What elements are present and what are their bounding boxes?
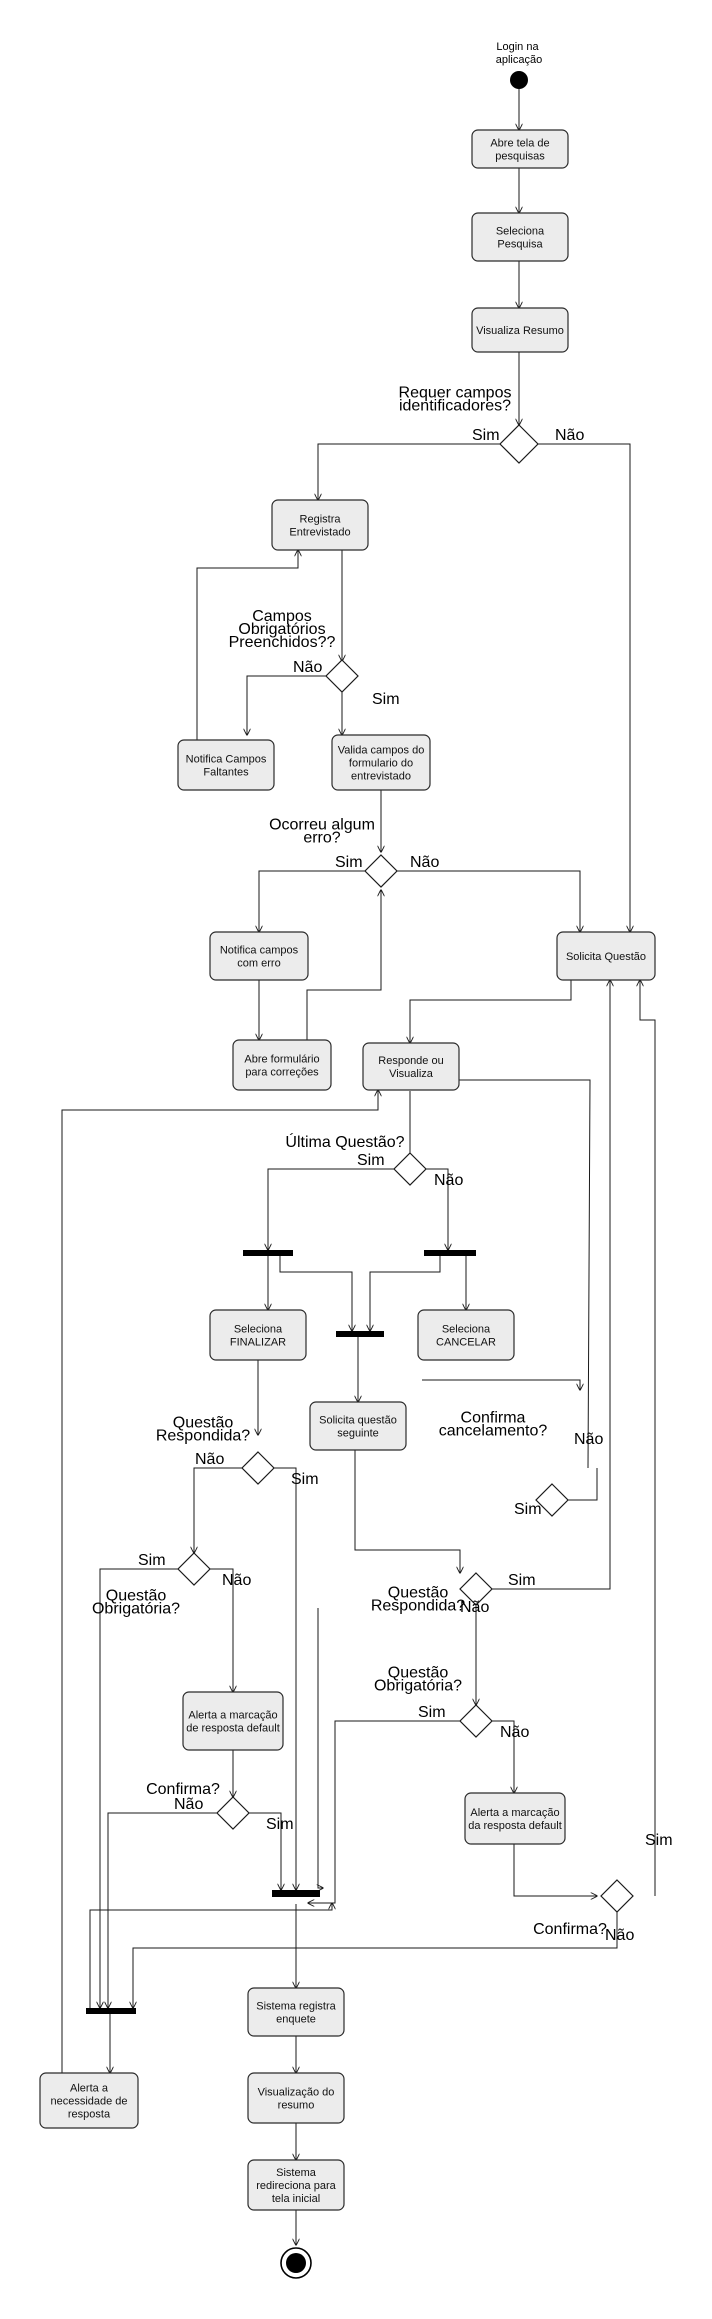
guard-label-yes: Sim bbox=[418, 1704, 446, 1721]
guard-label-no: Não bbox=[410, 854, 439, 871]
guard-label-yes: Sim bbox=[372, 691, 400, 708]
guard-label-yes: Sim bbox=[138, 1552, 166, 1569]
decision-d6 bbox=[535, 1483, 569, 1517]
guard-label-yes: Sim bbox=[357, 1152, 385, 1169]
guard-label-yes: Sim bbox=[508, 1572, 536, 1589]
decision-d10 bbox=[459, 1704, 493, 1738]
decision-d5 bbox=[241, 1451, 275, 1485]
start-label: Login na aplicação bbox=[496, 41, 542, 66]
activity-a3: Visualiza Resumo bbox=[471, 307, 569, 353]
decision-d9 bbox=[216, 1796, 250, 1830]
guard-label-no: Não bbox=[222, 1572, 251, 1589]
decision-d11 bbox=[600, 1879, 634, 1913]
guard-label-no: Não bbox=[195, 1451, 224, 1468]
guard-label-no: Não bbox=[174, 1796, 203, 1813]
decision-question-d11: Confirma? bbox=[533, 1921, 607, 1938]
start-dot bbox=[510, 71, 528, 89]
guard-label-no: Não bbox=[293, 659, 322, 676]
guard-label-yes: Sim bbox=[472, 427, 500, 444]
guard-label-yes: Sim bbox=[291, 1471, 319, 1488]
guard-label-no: Não bbox=[500, 1724, 529, 1741]
activity-label: Visualiza Resumo bbox=[476, 325, 564, 337]
fork-bar-cancelar bbox=[424, 1250, 476, 1256]
decision-question-d4: Última Questão? bbox=[285, 1132, 404, 1151]
decision-d8 bbox=[459, 1572, 493, 1606]
guard-label-no: Não bbox=[605, 1927, 634, 1944]
join-bar-registro bbox=[272, 1890, 320, 1897]
decision-d3 bbox=[364, 854, 398, 888]
guard-label-no: Não bbox=[434, 1172, 463, 1189]
fork-bar-finalizar bbox=[243, 1250, 293, 1256]
guard-label-yes: Sim bbox=[266, 1816, 294, 1833]
join-bar-alerta bbox=[86, 2008, 136, 2014]
guard-label-no: Não bbox=[555, 427, 584, 444]
activity-a9: Solicita Questão bbox=[556, 931, 656, 981]
start-node: Login na aplicação bbox=[496, 41, 542, 89]
guard-label-no: Não bbox=[574, 1431, 603, 1448]
decision-question-d9: Confirma? bbox=[146, 1781, 220, 1798]
guard-label-yes: Sim bbox=[335, 854, 363, 871]
guard-label-yes: Sim bbox=[514, 1501, 542, 1518]
decision-d7 bbox=[177, 1552, 211, 1586]
decision-d4 bbox=[393, 1152, 427, 1186]
decision-d2 bbox=[325, 659, 359, 693]
guard-label-no: Não bbox=[460, 1599, 489, 1616]
sync-bars bbox=[86, 1250, 476, 2014]
decision-d1 bbox=[499, 424, 539, 464]
join-bar-seguinte bbox=[336, 1331, 384, 1337]
guard-label-yes: Sim bbox=[645, 1832, 673, 1849]
flow-edges bbox=[61, 88, 656, 2245]
end-node bbox=[280, 2247, 312, 2279]
activity-label: Solicita Questão bbox=[566, 951, 646, 963]
